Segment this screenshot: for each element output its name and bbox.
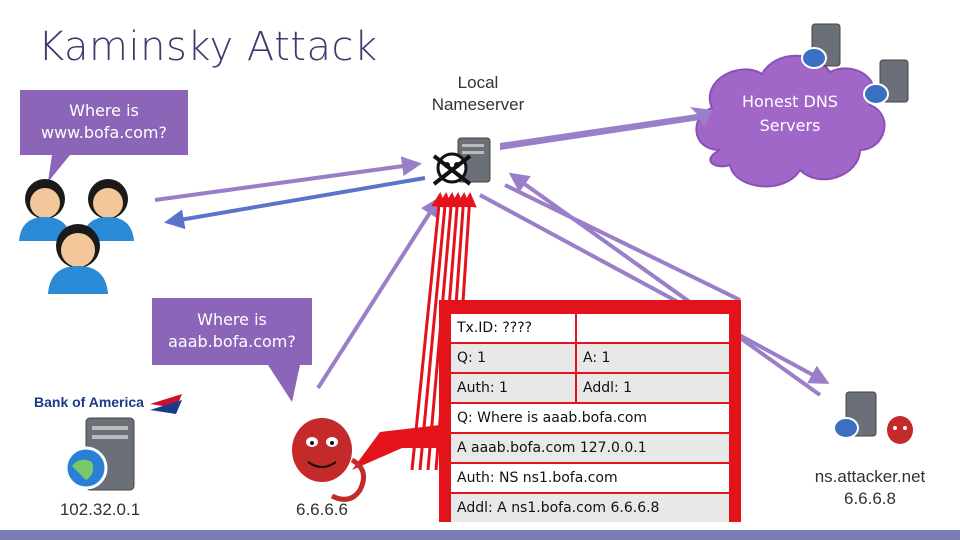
honest-dns-server-icons — [801, 23, 909, 105]
arrow-attacker-to-ns — [316, 196, 441, 390]
bofa-server-icon — [64, 417, 135, 491]
arrow-ns-to-attacker-ns — [479, 193, 830, 384]
packet-txid: Tx.ID: ???? — [451, 314, 575, 342]
packet-additional: Addl: A ns1.bofa.com 6.6.6.8 — [451, 494, 729, 522]
bofa-logo-text: Bank of America — [34, 394, 144, 410]
attacker-ip-label: 6.6.6.6 — [296, 500, 348, 519]
arrow-user-to-ns — [154, 156, 422, 202]
packet-q-count: Q: 1 — [451, 344, 575, 372]
user-group-icon — [19, 179, 134, 294]
honest-dns-cloud — [695, 54, 886, 188]
packet-question: Q: Where is aaab.bofa.com — [451, 404, 729, 432]
attacker-nameserver-icon — [833, 391, 914, 444]
honest-dns-label: Honest DNS Servers — [742, 92, 838, 135]
bofa-ip-label: 102.32.0.1 — [59, 500, 141, 519]
callout-attacker-text: Where is aaab.bofa.com? — [168, 310, 296, 351]
slide-title: Kaminsky Attack — [38, 24, 378, 70]
attacker-ns-label: ns.attacker.net 6.6.6.8 — [814, 467, 926, 508]
arrow-ns-to-user — [164, 176, 426, 230]
poisoned-nameserver-icon — [432, 137, 491, 186]
spoofed-dns-packet: Tx.ID: ???? Q: 1 A: 1 Auth: 1 Addl: 1 Q:… — [439, 300, 741, 522]
callout-user-bubble — [20, 90, 188, 182]
callout-attacker-bubble — [152, 298, 312, 402]
packet-a-count: A: 1 — [577, 344, 729, 372]
bofa-flag-icon — [150, 394, 182, 414]
attacker-devil-icon — [286, 400, 367, 502]
packet-auth-count: Auth: 1 — [451, 374, 575, 402]
arrow-ns-to-honest — [500, 107, 712, 150]
packet-answer: A aaab.bofa.com 127.0.0.1 — [451, 434, 729, 462]
packet-authority: Auth: NS ns1.bofa.com — [451, 464, 729, 492]
packet-pointer — [352, 425, 440, 470]
bottom-accent-bar — [0, 530, 960, 540]
packet-addl-count: Addl: 1 — [577, 374, 729, 402]
callout-user-text: Where is www.bofa.com? — [40, 101, 167, 142]
packet-txid-empty — [577, 314, 729, 342]
arrow-honest-to-ns — [504, 183, 741, 302]
local-nameserver-label: Local Nameserver — [431, 73, 525, 114]
